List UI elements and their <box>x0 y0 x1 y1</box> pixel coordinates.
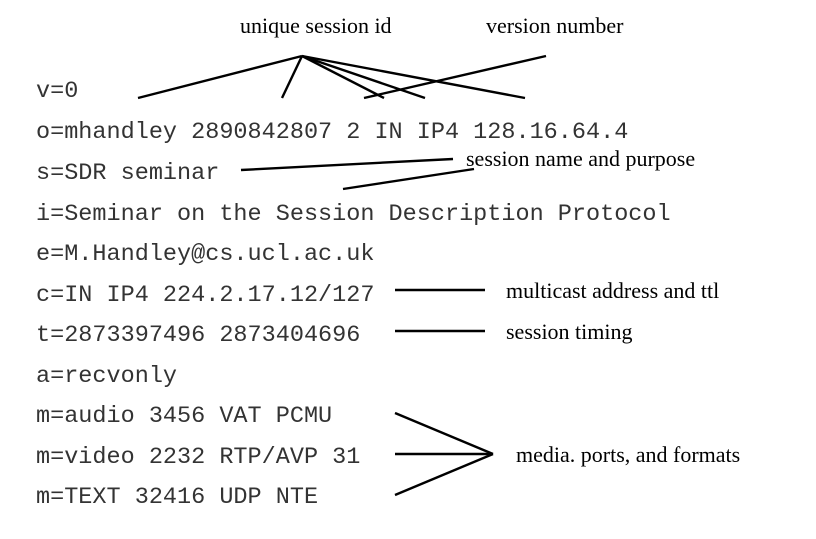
annotation-labels: unique session id version number session… <box>240 13 740 467</box>
session-info-connector <box>342 167 475 191</box>
session-id-connector <box>137 54 303 100</box>
label-multicast: multicast address and ttl <box>506 278 719 303</box>
sdp-line-session-name: s=SDR seminar <box>36 160 219 187</box>
label-version: version number <box>486 13 624 38</box>
sdp-line-email: e=M.Handley@cs.ucl.ac.uk <box>36 241 374 268</box>
session-id-connector <box>301 54 385 100</box>
session-id-connector <box>301 54 526 100</box>
version-connector <box>363 54 547 100</box>
sdp-line-timing: t=2873397496 2873404696 <box>36 322 360 349</box>
connector-lines <box>137 54 547 497</box>
sdp-code: v=0 o=mhandley 2890842807 2 IN IP4 128.1… <box>36 78 671 511</box>
sdp-line-media-audio: m=audio 3456 VAT PCMU <box>36 403 332 430</box>
label-session-name: session name and purpose <box>466 146 695 171</box>
session-id-connector <box>280 55 304 99</box>
sdp-line-media-text: m=TEXT 32416 UDP NTE <box>36 484 318 511</box>
sdp-line-attribute: a=recvonly <box>36 363 177 390</box>
session-name-connector <box>240 157 454 172</box>
sdp-line-media-video: m=video 2232 RTP/AVP 31 <box>36 444 360 471</box>
sdp-line-info: i=Seminar on the Session Description Pro… <box>36 201 671 228</box>
sdp-line-connection: c=IN IP4 224.2.17.12/127 <box>36 282 374 309</box>
media-connector <box>394 452 494 497</box>
label-timing: session timing <box>506 319 633 344</box>
session-id-connector <box>301 54 426 100</box>
label-session-id: unique session id <box>240 13 392 38</box>
sdp-line-version: v=0 <box>36 78 78 105</box>
sdp-line-origin: o=mhandley 2890842807 2 IN IP4 128.16.64… <box>36 119 628 146</box>
media-connector <box>394 411 494 456</box>
label-media: media. ports, and formats <box>516 442 740 467</box>
